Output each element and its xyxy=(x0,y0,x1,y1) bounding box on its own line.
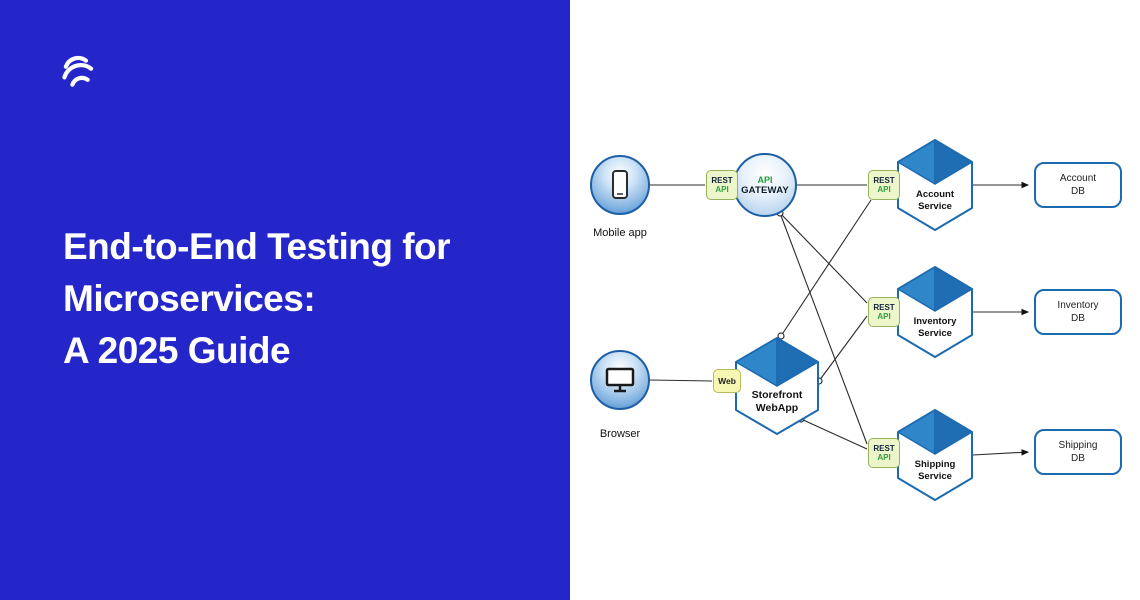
monitor-icon xyxy=(605,367,635,392)
shipping-service-label: Shipping Service xyxy=(895,459,975,483)
brand-arcs-logo-icon xyxy=(62,55,94,87)
storefront-line-1: Storefront xyxy=(751,389,803,401)
service-cube-icon xyxy=(897,409,973,501)
storefront-webapp-node: Storefront WebApp xyxy=(733,335,821,435)
browser-node xyxy=(590,350,650,410)
browser-label: Browser xyxy=(599,428,641,440)
mobile-app-label: Mobile app xyxy=(593,227,647,239)
web-label: Web xyxy=(718,376,736,386)
rest-api-badge-shipping: REST API xyxy=(868,438,900,468)
service-line-1: Shipping xyxy=(914,459,956,470)
rest-label: REST xyxy=(873,176,895,185)
title-line-3: A 2025 Guide xyxy=(63,329,291,371)
edge-storefront-to-account xyxy=(780,199,872,337)
shipping-db-node: Shipping DB xyxy=(1034,429,1122,475)
title-line-1: End-to-End Testing for xyxy=(63,225,451,267)
gateway-label: GATEWAY xyxy=(741,184,789,196)
db-line-2: DB xyxy=(1071,313,1085,324)
service-line-1: Inventory xyxy=(913,316,957,327)
edges xyxy=(649,181,1030,456)
api-label: API xyxy=(877,185,891,194)
inventory-service-label: Inventory Service xyxy=(895,316,975,340)
inventory-db-node: Inventory DB xyxy=(1034,289,1122,335)
web-badge: Web xyxy=(713,369,741,393)
handle-storefront-top xyxy=(777,332,785,340)
rest-label: REST xyxy=(873,444,895,453)
rest-api-badge-account: REST API xyxy=(868,170,900,200)
rest-api-badge-gateway: REST API xyxy=(706,170,738,200)
storefront-cube-icon xyxy=(735,337,819,435)
api-label: API xyxy=(877,312,891,321)
service-cube-icon xyxy=(897,139,973,231)
gateway-api-label: API xyxy=(757,174,773,185)
edge-shipping-to-db xyxy=(972,449,1030,456)
api-label: API xyxy=(877,453,891,462)
service-line-2: Service xyxy=(918,328,952,339)
edge-storefront-to-shipping xyxy=(800,418,868,450)
hero-panel: End-to-End Testing for Microservices: A … xyxy=(0,0,570,600)
architecture-diagram: Mobile app Browser REST API API GATEWAY … xyxy=(570,0,1140,600)
page-title: End-to-End Testing for Microservices: A … xyxy=(63,221,533,377)
edge-gateway-to-shipping xyxy=(779,212,868,445)
service-line-2: Service xyxy=(918,471,952,482)
inventory-service-node: Inventory Service xyxy=(895,264,975,360)
edge-browser-to-web xyxy=(649,379,713,382)
service-cube-icon xyxy=(897,266,973,358)
mobile-app-node xyxy=(590,155,650,215)
account-service-node: Account Service xyxy=(895,137,975,233)
service-line-2: Service xyxy=(918,201,952,212)
db-line-2: DB xyxy=(1071,453,1085,464)
edge-storefront-to-inventory xyxy=(818,315,868,382)
smartphone-icon xyxy=(612,170,628,199)
db-line-1: Account xyxy=(1059,173,1097,184)
storefront-line-2: WebApp xyxy=(755,402,799,414)
storefront-label: Storefront WebApp xyxy=(733,389,821,415)
account-db-node: Account DB xyxy=(1034,162,1122,208)
db-line-1: Inventory xyxy=(1057,300,1099,311)
rest-label: REST xyxy=(873,303,895,312)
api-label: API xyxy=(715,185,729,194)
shipping-service-node: Shipping Service xyxy=(895,407,975,503)
api-gateway-node: API GATEWAY xyxy=(733,153,797,217)
rest-api-badge-inventory: REST API xyxy=(868,297,900,327)
edge-gateway-to-inventory xyxy=(779,212,868,304)
account-service-label: Account Service xyxy=(895,189,975,213)
db-line-2: DB xyxy=(1071,186,1085,197)
service-line-1: Account xyxy=(916,189,954,200)
title-line-2: Microservices: xyxy=(63,277,316,319)
rest-label: REST xyxy=(711,176,733,185)
db-line-1: Shipping xyxy=(1058,440,1098,451)
